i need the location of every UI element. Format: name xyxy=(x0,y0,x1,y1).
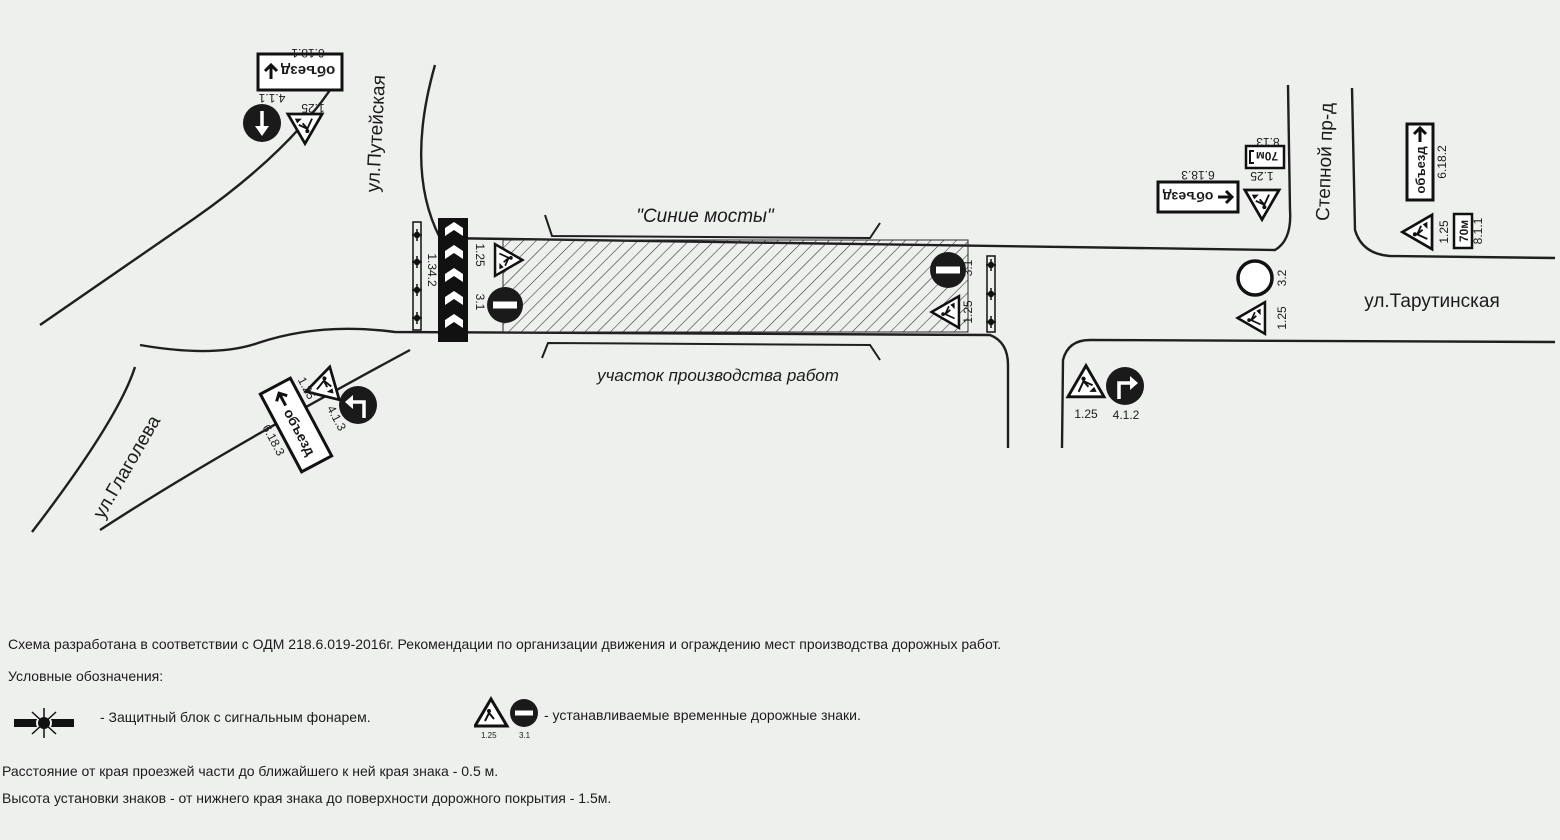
worksite-bracket xyxy=(541,341,881,361)
code-31: 3.1 xyxy=(961,259,975,276)
code-32: 3.2 xyxy=(1275,269,1289,286)
street-glagoleva: ул.Глаголева xyxy=(89,412,165,523)
height-note: Высота установки знаков - от нижнего кра… xyxy=(2,790,612,806)
code-125: 1.25 xyxy=(1074,407,1098,421)
signs-right-top: объезд 6.18.3 1.25 70м 8.13 xyxy=(1156,135,1286,221)
street-stepnoy: Степной пр-д xyxy=(1313,102,1338,221)
road-outlines xyxy=(31,64,1556,533)
sign-125-icon xyxy=(1066,364,1106,399)
distance-label: 70м xyxy=(1457,220,1471,242)
street-tarutinskaya: ул.Тарутинская xyxy=(1364,291,1500,312)
code-6182: 6.18.2 xyxy=(1435,145,1449,179)
work-zone-hatch xyxy=(502,239,969,333)
scheme-note: Схема разработана в соответствии с ОДМ 2… xyxy=(8,636,1002,652)
bridges-label: "Синие мосты" xyxy=(636,206,775,227)
chevron-board-icon xyxy=(438,218,468,342)
signs-far-right: объезд 6.18.2 1.25 70м 8.1.1 xyxy=(1401,122,1485,251)
code-1342: 1.34.2 xyxy=(425,253,439,287)
detour-label: объезд xyxy=(1413,146,1428,194)
code-125: 1.25 xyxy=(1250,169,1274,183)
code-125: 1.25 xyxy=(1275,306,1289,330)
sign-412-icon xyxy=(1104,365,1146,407)
signs-bottom-left: 1.25 4.1.3 объезд 6.18.3 xyxy=(258,361,379,474)
code-6181: 6.18.1 xyxy=(291,46,325,60)
distance-note: Расстояние от края проезжей части до бли… xyxy=(2,763,499,779)
distance-label: 70м xyxy=(1256,149,1278,163)
legend-block-text: - Защитный блок с сигнальным фонарем. xyxy=(100,709,371,725)
sign-31-icon xyxy=(487,287,523,323)
code-125: 1.25 xyxy=(301,101,325,115)
legend-code-31: 3.1 xyxy=(519,731,531,740)
detour-label: объезд xyxy=(280,62,335,79)
legend-code-125: 1.25 xyxy=(481,731,497,740)
legend-signs-text: - устанавливаемые временные дорожные зна… xyxy=(544,707,861,723)
sign-125-icon xyxy=(1401,213,1434,251)
code-125: 1.25 xyxy=(961,300,975,324)
legend-signs-icon xyxy=(474,696,538,728)
code-31: 3.1 xyxy=(473,294,487,311)
sign-32-icon xyxy=(1236,259,1274,297)
code-813: 8.13 xyxy=(1256,135,1280,149)
worksite-label: участок производства работ xyxy=(596,366,839,385)
detour-label: объезд xyxy=(1162,189,1213,205)
code-125: 1.25 xyxy=(473,243,487,267)
left-barrier xyxy=(411,221,423,331)
protective-block-icon xyxy=(14,708,74,738)
signs-top-left: объезд 6.18.1 1.25 4.1.1 xyxy=(241,46,344,145)
sign-125-icon xyxy=(286,112,324,145)
bridges-bracket xyxy=(544,214,881,240)
street-puteyskaya: ул.Путейская xyxy=(363,75,390,193)
code-411: 4.1.1 xyxy=(258,91,285,105)
sign-411-icon xyxy=(241,102,283,144)
code-811: 8.1.1 xyxy=(1471,217,1485,244)
sign-125-icon xyxy=(1236,300,1267,336)
code-125: 1.25 xyxy=(1437,220,1451,244)
code-412: 4.1.2 xyxy=(1113,408,1140,422)
legend-title: Условные обозначения: xyxy=(8,668,164,684)
code-6183: 6.18.3 xyxy=(1181,168,1215,182)
sign-125-icon xyxy=(1243,188,1281,221)
right-barrier xyxy=(985,255,997,333)
